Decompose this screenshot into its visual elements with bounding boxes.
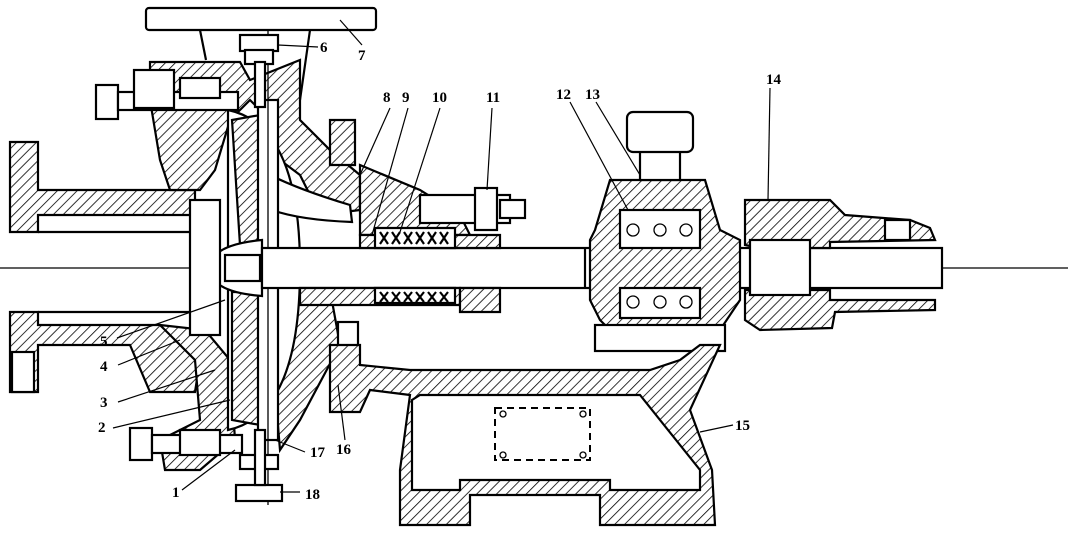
bottom-bolt-18 <box>234 428 284 503</box>
label-9: 9 <box>402 90 410 106</box>
left-casing-bolts <box>94 68 244 462</box>
label-10: 10 <box>432 90 447 106</box>
impeller-nut <box>188 198 264 337</box>
label-8: 8 <box>383 90 391 106</box>
stuffing-box <box>298 186 527 352</box>
part-labels: 6 7 8 9 10 11 12 13 14 15 16 17 18 5 4 3… <box>98 40 782 503</box>
label-2: 2 <box>98 420 106 436</box>
top-bolt-6 <box>238 33 280 109</box>
suction-nozzle <box>0 140 1068 394</box>
label-7: 7 <box>358 48 366 64</box>
label-16: 16 <box>336 442 352 458</box>
label-5: 5 <box>100 334 108 350</box>
label-1: 1 <box>172 485 180 501</box>
coupling <box>743 198 937 332</box>
label-15: 15 <box>735 418 750 434</box>
pedestal-bracket <box>328 343 722 527</box>
bearing-housing <box>588 110 742 353</box>
label-11: 11 <box>486 90 500 106</box>
label-3: 3 <box>100 395 108 411</box>
leader-lines <box>112 19 771 493</box>
label-14: 14 <box>766 72 782 88</box>
label-13: 13 <box>585 87 600 103</box>
label-6: 6 <box>320 40 328 56</box>
label-12: 12 <box>556 87 571 103</box>
discharge-flange <box>144 6 378 101</box>
label-4: 4 <box>100 359 108 375</box>
label-18: 18 <box>305 487 320 503</box>
label-17: 17 <box>310 445 326 461</box>
